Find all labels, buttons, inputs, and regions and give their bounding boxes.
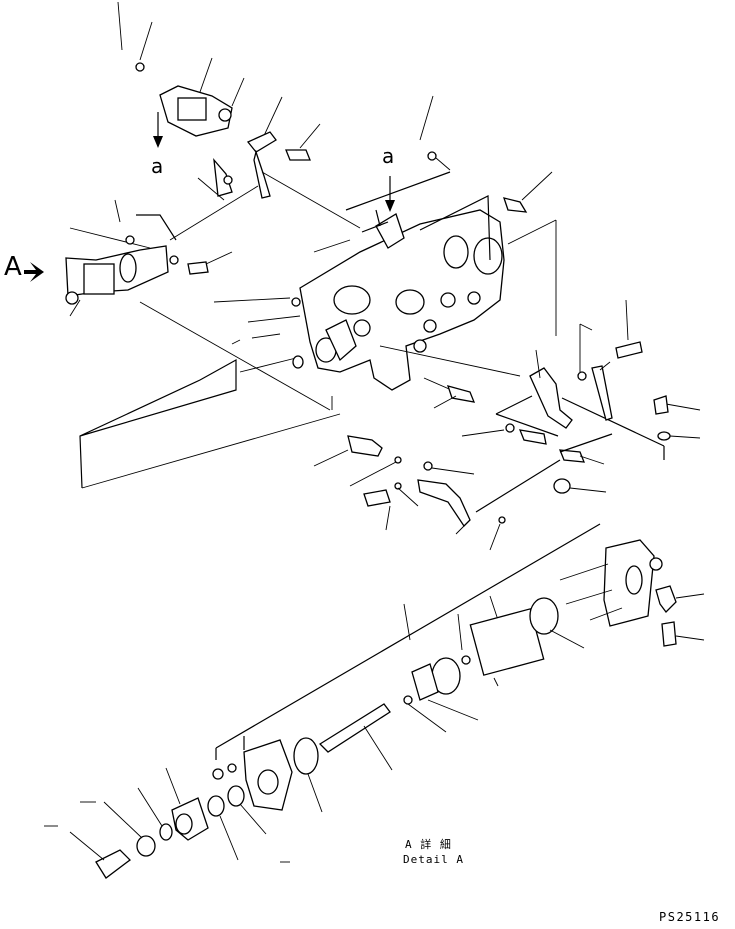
reference-a-right: a bbox=[382, 144, 395, 168]
detail-a-assembly bbox=[44, 523, 705, 879]
detail-title-jp: A 詳 細 bbox=[405, 838, 452, 851]
top-link-assembly bbox=[117, 1, 245, 148]
reference-a-left: a bbox=[151, 154, 164, 178]
lever-linkage bbox=[461, 299, 701, 513]
control-valve-body bbox=[299, 176, 505, 391]
mounting-plate bbox=[79, 358, 341, 489]
drawing-code: PS25116 bbox=[659, 910, 721, 924]
cylinder-left bbox=[24, 199, 233, 317]
detail-title-en: Detail A bbox=[403, 853, 464, 866]
valve-leaders bbox=[213, 95, 557, 409]
center-lines bbox=[139, 171, 361, 411]
fitting-group bbox=[313, 435, 506, 551]
view-a-marker: A bbox=[4, 252, 22, 282]
